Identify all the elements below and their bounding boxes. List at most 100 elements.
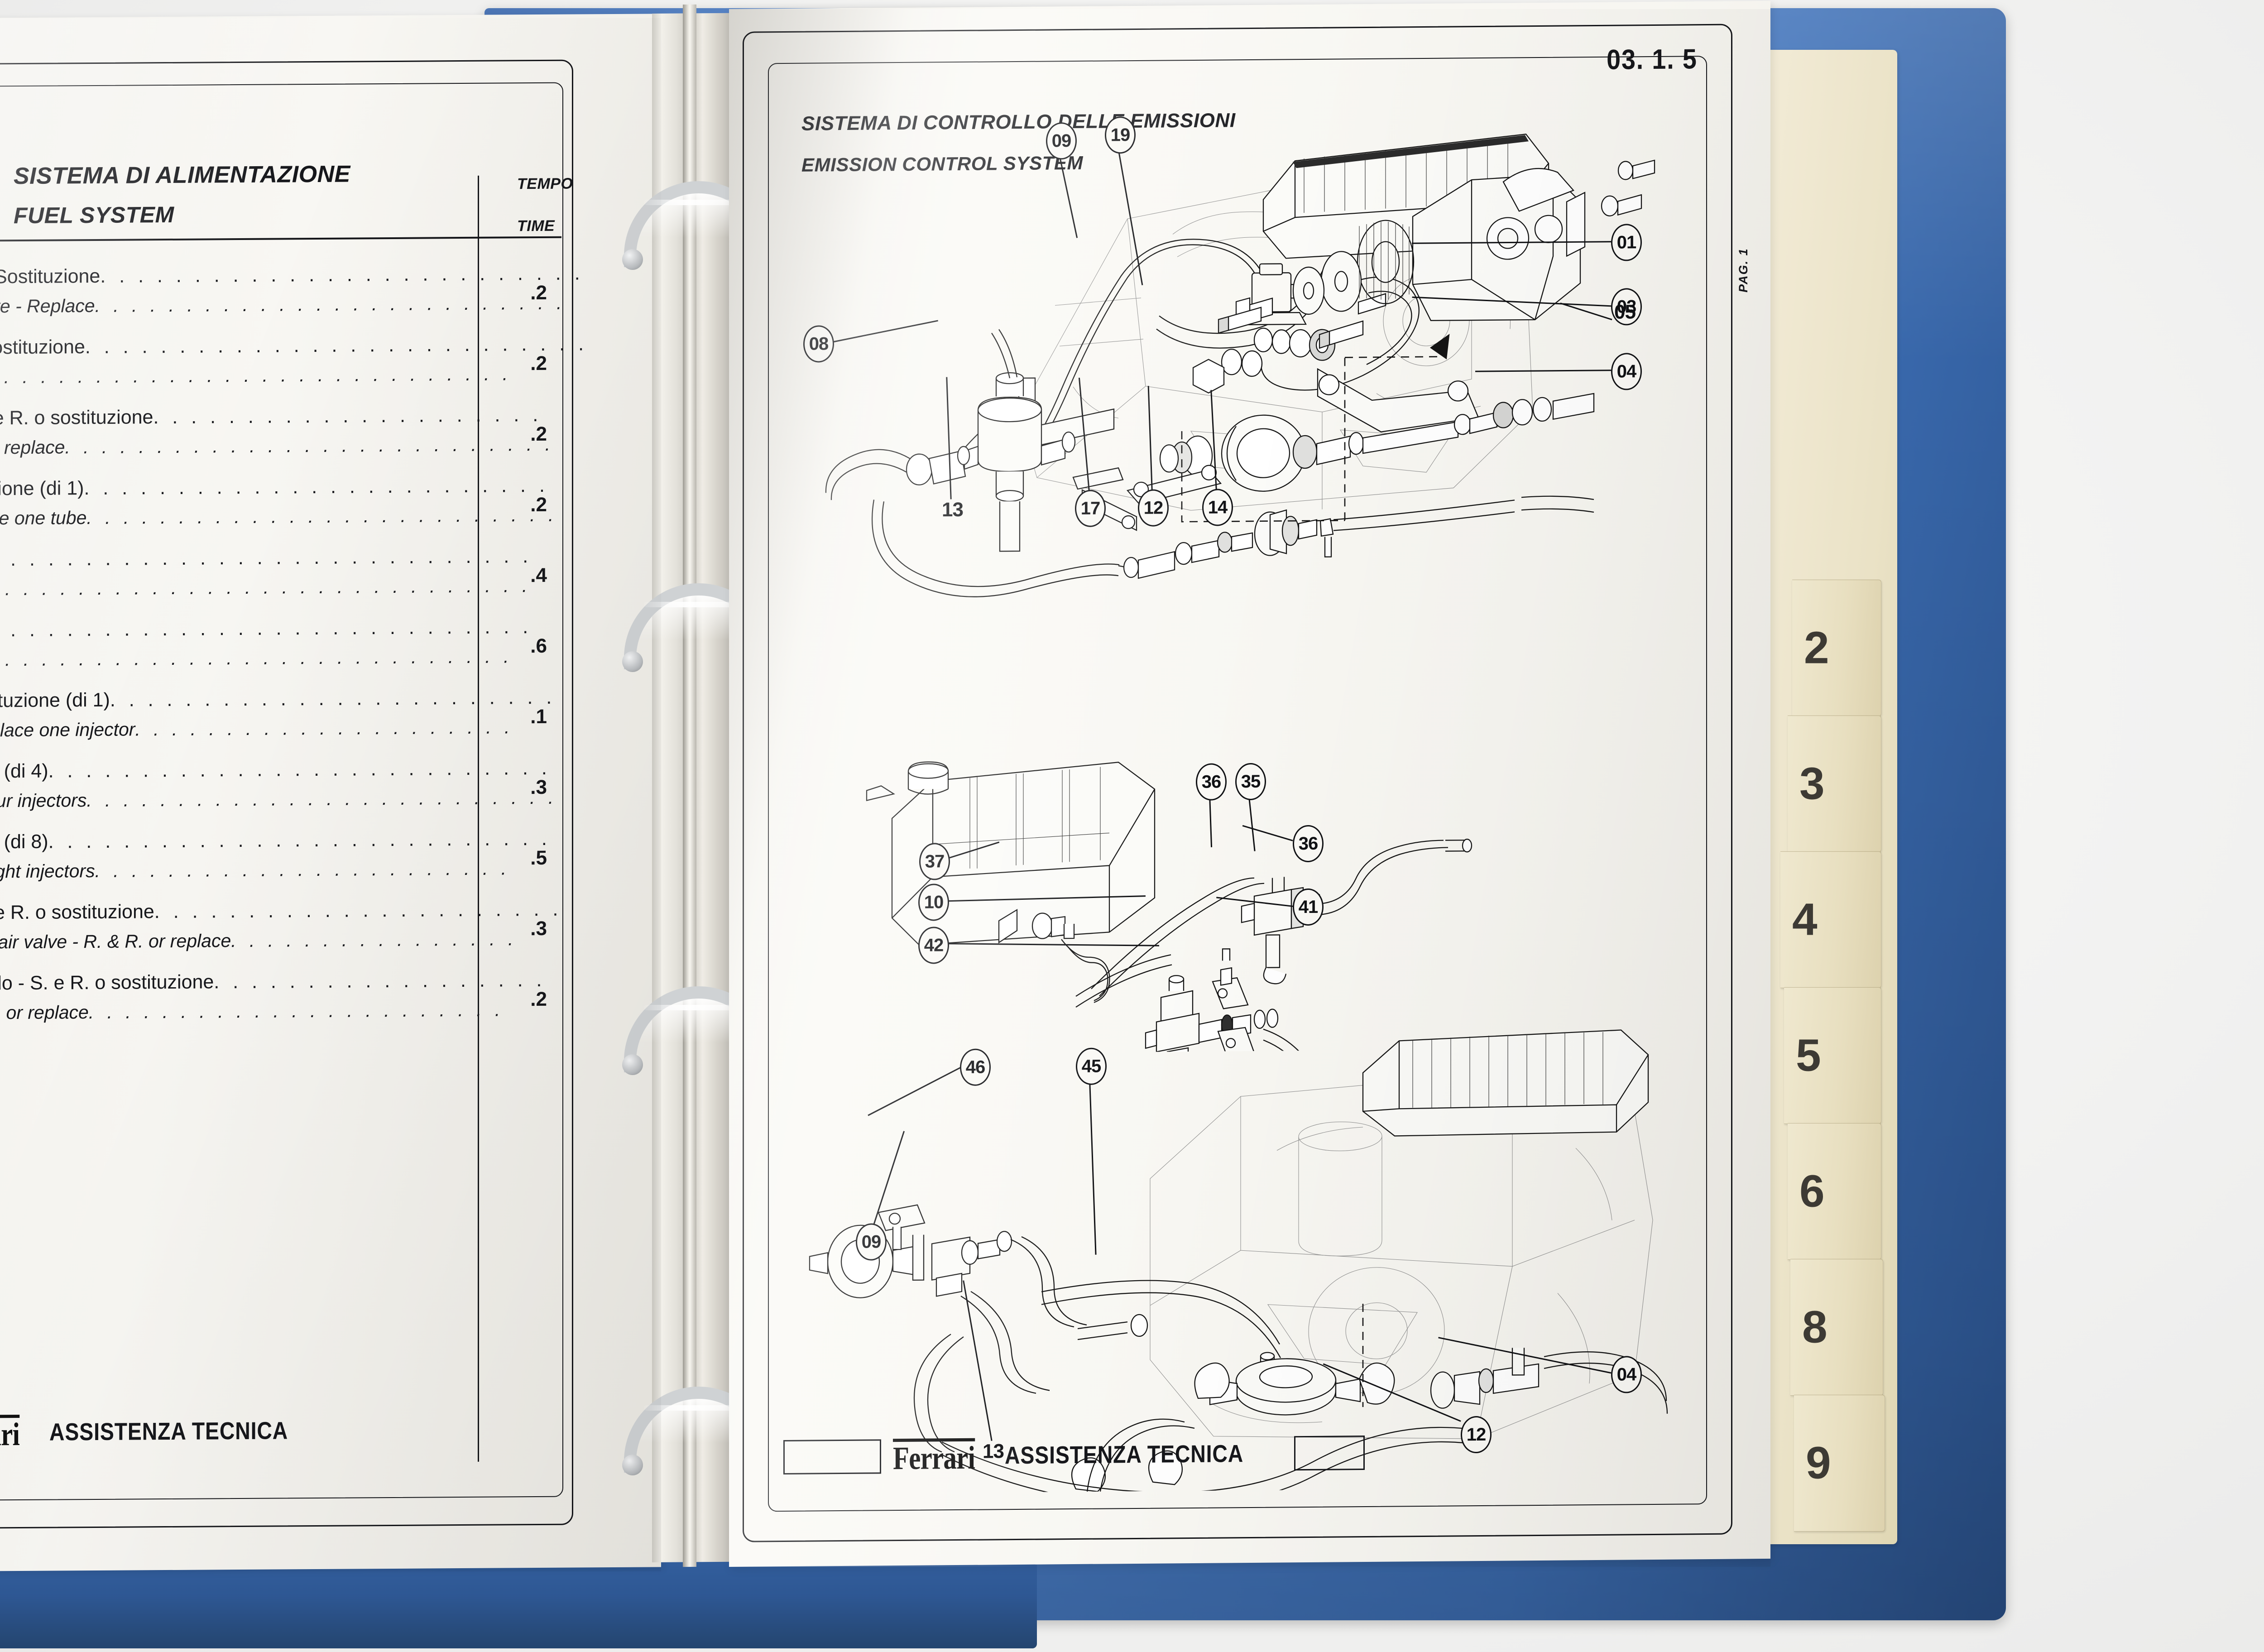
ring-post-left — [622, 249, 643, 270]
callout-41[interactable]: 41 — [1293, 888, 1324, 926]
callout-01[interactable]: 01 — [1611, 224, 1642, 261]
assistenza-tecnica-label: ASSISTENZA TECNICA — [1004, 1440, 1244, 1469]
callout-09-bottom[interactable]: 09 — [856, 1223, 887, 1261]
index-tab-2[interactable]: 2 — [1792, 580, 1881, 716]
figure-engine-air-injection-assembly-bottom — [806, 1012, 1680, 1494]
left-page-footer: Ferrari ASSISTENZA TECNICA — [0, 1413, 327, 1453]
operation-row: a freddo - S. e R. o sostituzione . . . … — [0, 965, 589, 1040]
right-page: 03. 1. 5 PAG. 1 SISTEMA DI CONTROLLO DEL… — [729, 0, 1770, 1567]
operation-en: lace four injectors . . . . . . . . . . … — [0, 787, 558, 812]
time-col-label-it: TEMPO — [517, 175, 573, 193]
callout-42[interactable]: 42 — [918, 927, 949, 964]
assistenza-tecnica-label: ASSISTENZA TECNICA — [49, 1417, 288, 1446]
callout-04[interactable]: 04 — [1611, 353, 1642, 390]
operation-row: vola - Sostituzione . . . . . . . . . . … — [0, 259, 589, 333]
ferrari-wordmark: Ferrari — [893, 1438, 975, 1476]
ferrari-wordmark: Ferrari — [0, 1415, 20, 1453]
callout-45[interactable]: 45 — [1076, 1047, 1107, 1085]
operation-it: uzione (di 4) . . . . . . . . . . . . . … — [0, 757, 551, 783]
left-page: SISTEMA DI ALIMENTAZIONE FUEL SYSTEM TEM… — [0, 14, 661, 1572]
index-tab-label: 2 — [1804, 622, 1829, 673]
callout-36-top[interactable]: 36 — [1196, 763, 1227, 801]
operation-it: F - S. e R. o sostituzione . . . . . . .… — [0, 898, 562, 924]
callout-13[interactable]: 13 — [942, 498, 963, 521]
operation-en: & R. or replace . . . . . . . . . . . . … — [0, 433, 555, 458]
operation-row: uzione (di 8) . . . . . . . . . . . . . … — [0, 824, 589, 898]
operation-en: d start air valve - R. & R. or replace .… — [0, 928, 518, 953]
index-tab-4[interactable]: 4 — [1780, 851, 1881, 988]
operation-row: ostituzione (di 1) . . . . . . . . . . .… — [0, 471, 589, 545]
operations-list: vola - Sostituzione . . . . . . . . . . … — [0, 259, 589, 1040]
operation-en: place . . . . . . . . . . . . . . . . . … — [0, 363, 512, 388]
left-page-header: SISTEMA DI ALIMENTAZIONE FUEL SYSTEM — [14, 161, 350, 229]
ring-post-left — [622, 1054, 643, 1075]
operation-time: .3 — [530, 917, 547, 940]
operation-time: .3 — [530, 776, 547, 799]
operation-row: uzione (di 4) . . . . . . . . . . . . . … — [0, 753, 589, 828]
operation-row: di 8 . . . . . . . . . . . . . . . . . .… — [0, 612, 589, 687]
callout-19[interactable]: 19 — [1105, 116, 1136, 154]
ring-post-left — [622, 1455, 643, 1475]
callout-14[interactable]: 14 — [1202, 489, 1233, 526]
operation-it: e - S. e R. o sostituzione . . . . . . .… — [0, 403, 542, 429]
index-tabs: 2 3 4 5 6 8 9 — [1780, 68, 1896, 1549]
callout-37[interactable]: 37 — [919, 843, 950, 880]
index-tab-8[interactable]: 8 — [1790, 1259, 1883, 1396]
operation-en: . or replace one injector . . . . . . . … — [0, 716, 514, 741]
callout-35[interactable]: 35 — [1235, 763, 1266, 801]
operation-it: di 4 . . . . . . . . . . . . . . . . . .… — [0, 545, 532, 571]
callout-12-bottom[interactable]: 12 — [1461, 1416, 1492, 1454]
operation-en: lace eight injectors . . . . . . . . . .… — [0, 858, 511, 882]
callout-17[interactable]: 17 — [1075, 490, 1106, 527]
index-tab-3[interactable]: 3 — [1788, 716, 1881, 852]
operation-en: Replace one tube . . . . . . . . . . . .… — [0, 504, 558, 529]
operation-time: .2 — [530, 493, 547, 516]
right-page-footer: Ferrari ASSISTENZA TECNICA — [783, 1435, 1365, 1476]
index-tab-label: 9 — [1806, 1437, 1831, 1489]
index-tab-9[interactable]: 9 — [1794, 1395, 1885, 1532]
callout-09[interactable]: 09 — [1046, 122, 1077, 160]
footer-right-box — [1294, 1435, 1365, 1470]
operation-it: o sostituzione (di 1) . . . . . . . . . … — [0, 686, 556, 712]
time-col-label-en: TIME — [517, 217, 555, 235]
operation-en: tubes . . . . . . . . . . . . . . . . . … — [0, 575, 532, 600]
callout-08[interactable]: 08 — [803, 325, 834, 363]
operation-row: za - Sostituzione . . . . . . . . . . . … — [0, 329, 589, 404]
callout-10[interactable]: 10 — [918, 884, 949, 921]
operation-en: ng valve - Replace . . . . . . . . . . .… — [0, 292, 566, 317]
operation-it: ostituzione (di 1) . . . . . . . . . . .… — [0, 474, 549, 500]
operation-time: .5 — [530, 846, 547, 869]
operation-it: vola - Sostituzione . . . . . . . . . . … — [0, 262, 584, 288]
operation-time: .2 — [530, 423, 547, 446]
operation-it: uzione (di 8) . . . . . . . . . . . . . … — [0, 827, 551, 853]
figure-engine-emission-assembly-top — [783, 65, 1684, 638]
operation-it: di 8 . . . . . . . . . . . . . . . . . .… — [0, 616, 532, 641]
operation-en: R. & R. or replace . . . . . . . . . . .… — [0, 999, 504, 1023]
operation-it: a freddo - S. e R. o sostituzione . . . … — [0, 969, 546, 994]
index-tab-label: 3 — [1799, 758, 1825, 809]
operation-row: F - S. e R. o sostituzione . . . . . . .… — [0, 894, 589, 969]
ring-post-left — [622, 651, 643, 672]
operation-time: .2 — [530, 988, 547, 1011]
footer-left-box — [783, 1439, 881, 1474]
callout-36-right[interactable]: 36 — [1293, 825, 1324, 863]
operation-time: .4 — [530, 564, 547, 587]
index-tab-label: 5 — [1796, 1030, 1821, 1081]
callout-13-bottom[interactable]: 13 — [983, 1440, 1004, 1463]
figure-charcoal-canister-assembly-middle — [865, 723, 1476, 1054]
operation-row: e - S. e R. o sostituzione . . . . . . .… — [0, 400, 589, 475]
operation-time: .2 — [530, 352, 547, 375]
callout-12[interactable]: 12 — [1138, 489, 1169, 527]
operation-row: di 4 . . . . . . . . . . . . . . . . . .… — [0, 541, 589, 616]
index-tab-6[interactable]: 6 — [1788, 1123, 1881, 1260]
page-note-label: PAG. 1 — [1736, 248, 1750, 293]
operation-time: .2 — [530, 281, 547, 304]
callout-05[interactable]: 05 — [1614, 301, 1636, 323]
operation-time: .1 — [530, 705, 547, 728]
left-page-title-en: FUEL SYSTEM — [14, 202, 174, 229]
callout-04-bottom[interactable]: 04 — [1611, 1356, 1642, 1393]
callout-46[interactable]: 46 — [960, 1048, 991, 1086]
left-page-title-it: SISTEMA DI ALIMENTAZIONE — [14, 161, 350, 190]
index-tab-5[interactable]: 5 — [1784, 987, 1881, 1124]
